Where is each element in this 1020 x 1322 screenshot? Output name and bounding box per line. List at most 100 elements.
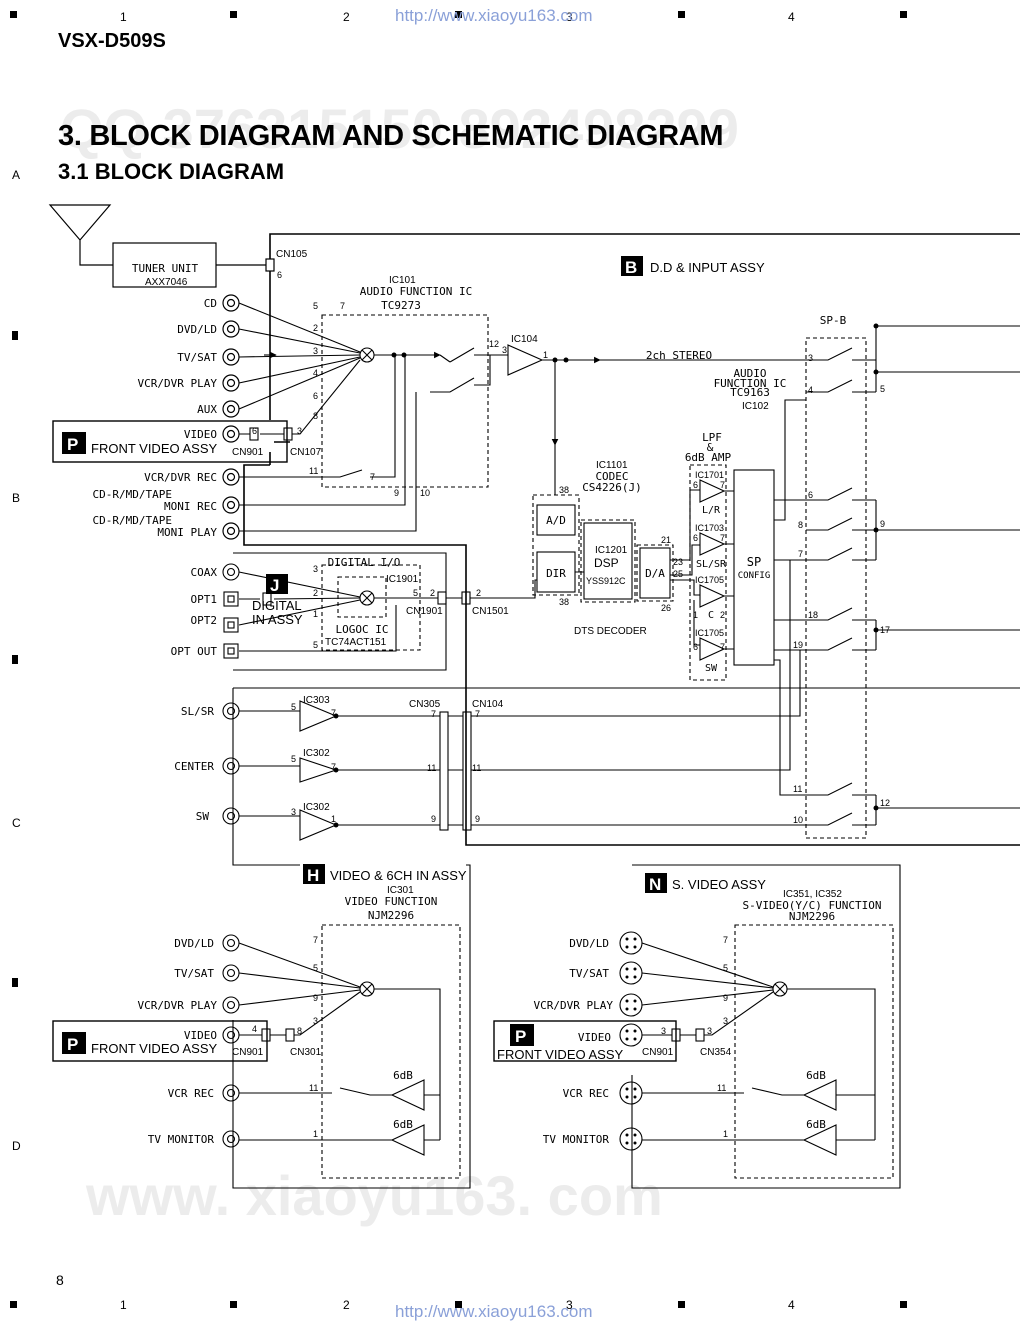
svg-text:1: 1 — [693, 610, 698, 620]
video-input-jacks — [222, 931, 876, 1156]
svg-text:7: 7 — [475, 709, 480, 719]
gain-label: 6dB — [393, 1118, 413, 1131]
svg-text:7: 7 — [723, 935, 728, 945]
ic-label: TC74ACT151 — [325, 637, 387, 648]
input-label: CD-R/MD/TAPE — [93, 514, 172, 527]
grid-labels: 1 2 3 4 1 2 3 4 A B C D — [12, 10, 795, 1312]
svg-text:5: 5 — [291, 754, 296, 764]
dts-label: DTS DECODER — [574, 626, 647, 637]
ch6-label: SW — [196, 810, 210, 823]
svg-text:2: 2 — [720, 610, 725, 620]
svg-text:7: 7 — [370, 472, 375, 482]
ic-label: IC301 — [387, 885, 414, 896]
source-link[interactable]: http://www.xiaoyu163.com — [395, 1302, 593, 1321]
svg-text:3: 3 — [291, 807, 296, 817]
svg-text:3: 3 — [707, 1026, 712, 1036]
assy-name: IN ASSY — [252, 612, 303, 627]
svg-text:7: 7 — [720, 642, 725, 652]
page-title: 3. BLOCK DIAGRAM AND SCHEMATIC DIAGRAM — [58, 120, 724, 152]
digital-label: OPT1 — [191, 593, 218, 606]
ic-label: FUNCTION IC — [714, 377, 787, 390]
assy-name: D.D & INPUT ASSY — [650, 260, 765, 275]
svg-text:7: 7 — [720, 480, 725, 490]
svg-text:1: 1 — [313, 1129, 318, 1139]
svg-text:7: 7 — [720, 533, 725, 543]
ic-label: DIGITAL I/O — [328, 556, 401, 569]
amp-label: IC1705 — [695, 628, 724, 638]
badge-letter: J — [270, 576, 279, 595]
svg-text:4: 4 — [313, 368, 318, 378]
front-video-boxes — [52, 420, 677, 1062]
badge-letter: B — [625, 258, 637, 277]
svg-text:11: 11 — [427, 763, 436, 773]
source-link[interactable]: http://www.xiaoyu163.com — [395, 6, 593, 25]
svg-text:5: 5 — [880, 384, 885, 394]
svg-text:2: 2 — [313, 588, 318, 598]
signal-label: 2ch STEREO — [646, 349, 712, 362]
col-label: 4 — [788, 1298, 795, 1312]
cn105-connector — [265, 258, 275, 272]
connector-label: CN1501 — [472, 606, 509, 617]
assy-name: VIDEO & 6CH IN ASSY — [330, 868, 467, 883]
connector-label: CN105 — [276, 249, 308, 260]
gain-label: 6dB — [806, 1118, 826, 1131]
connector-label: CN1901 — [406, 606, 443, 617]
svg-text:6: 6 — [693, 533, 698, 543]
assy-name: FRONT VIDEO ASSY — [91, 441, 218, 456]
ic-label: CS4226(J) — [582, 481, 642, 494]
svg-text:2: 2 — [313, 323, 318, 333]
input-label: DVD/LD — [177, 323, 217, 336]
amp-label: IC1701 — [695, 470, 724, 480]
block-label: DIR — [546, 567, 566, 580]
watermark-bottom: www. xiaoyu163. com — [85, 1164, 663, 1227]
ch6-label: SL/SR — [181, 705, 214, 718]
input-label: AUX — [197, 403, 217, 416]
video-label: TV MONITOR — [543, 1133, 610, 1146]
svg-text:3: 3 — [502, 345, 507, 355]
svg-text:11: 11 — [717, 1083, 726, 1093]
col-label: 2 — [343, 10, 350, 24]
svg-text:7: 7 — [340, 301, 345, 311]
gain-label: 6dB — [806, 1069, 826, 1082]
svg-text:9: 9 — [475, 814, 480, 824]
svg-text:7: 7 — [798, 549, 803, 559]
amp-label: L/R — [702, 505, 721, 516]
svg-text:3: 3 — [313, 346, 318, 356]
tuner-part: AXX7046 — [145, 277, 188, 288]
antenna-icon — [48, 204, 113, 266]
ic-label: YSS912C — [586, 576, 626, 586]
svg-text:5: 5 — [291, 702, 296, 712]
input-label: MONI PLAY — [157, 526, 217, 539]
svg-text:9: 9 — [313, 993, 318, 1003]
gain-label: 6dB — [393, 1069, 413, 1082]
assy-name: S. VIDEO ASSY — [672, 877, 766, 892]
svg-text:10: 10 — [793, 815, 803, 825]
ic-label: IC101 — [389, 275, 416, 286]
svg-text:6: 6 — [808, 490, 813, 500]
svg-text:3: 3 — [661, 1026, 666, 1036]
input-label: VCR/DVR REC — [144, 471, 217, 484]
svg-text:6: 6 — [693, 480, 698, 490]
svg-text:9: 9 — [880, 519, 885, 529]
svg-text:4: 4 — [808, 385, 813, 395]
input-label: VIDEO — [184, 428, 217, 441]
input-label: VCR/DVR PLAY — [138, 377, 218, 390]
svg-text:6: 6 — [693, 642, 698, 652]
row-label: C — [12, 816, 21, 830]
ic-label: IC102 — [742, 401, 769, 412]
svg-text:1: 1 — [723, 1129, 728, 1139]
svg-text:3: 3 — [313, 1016, 318, 1026]
svg-text:1: 1 — [543, 350, 548, 360]
block-label: D/A — [645, 567, 665, 580]
connector-label: CN901 — [642, 1047, 674, 1058]
watermark-top: QQ 376315150 892498299 — [60, 97, 739, 160]
svg-text:17: 17 — [880, 625, 890, 635]
connector-label: CN305 — [409, 699, 441, 710]
video-label: TV/SAT — [174, 967, 214, 980]
svg-text:3: 3 — [297, 426, 302, 436]
row-label: B — [12, 491, 20, 505]
ic-label: 6dB AMP — [685, 451, 732, 464]
input-label: MONI REC — [164, 500, 217, 513]
svg-text:10: 10 — [420, 488, 430, 498]
